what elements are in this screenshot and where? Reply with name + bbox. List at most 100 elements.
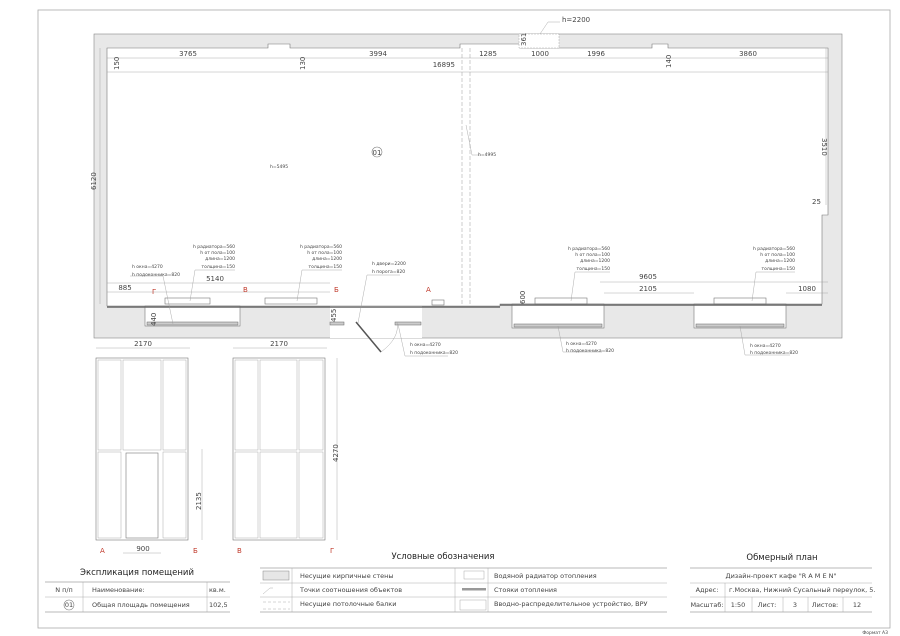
svg-text:Б: Б (193, 547, 198, 555)
svg-text:h от пола=100: h от пола=100 (575, 252, 610, 258)
room-number-circle (371, 146, 383, 158)
svg-text:толщина=150: толщина=150 (309, 264, 343, 270)
svg-text:Адрес:: Адрес: (696, 586, 719, 594)
svg-text:2170: 2170 (134, 340, 152, 348)
dim-text: 1080 (798, 285, 816, 293)
svg-text:Несущие кирпичные стены: Несущие кирпичные стены (300, 572, 394, 580)
svg-text:102,5: 102,5 (209, 601, 228, 609)
svg-text:Несущие потолочные балки: Несущие потолочные балки (300, 600, 396, 608)
radiator-icon (264, 297, 318, 305)
building-walls (93, 33, 843, 339)
dim-text: 3994 (369, 50, 387, 58)
svg-text:h окна=4270: h окна=4270 (410, 342, 441, 348)
svg-text:h окна=4270: h окна=4270 (566, 341, 597, 347)
svg-text:h подоконника=820: h подоконника=820 (410, 350, 458, 356)
svg-text:h подоконника=820: h подоконника=820 (132, 272, 180, 278)
svg-text:h порога=820: h порога=820 (372, 269, 405, 275)
svg-text:2135: 2135 (195, 492, 203, 510)
radiator-annotation: h радиатора=560 h от пола=100 длина=1200… (296, 244, 343, 302)
dim-text: 25 (812, 198, 821, 206)
address: г.Москва, Нижний Сусальный переулок, 5. (729, 586, 875, 594)
ceiling-height: h=5495 (270, 164, 288, 170)
radiator-annotation: h радиатора=560 h от пола=100 длина=1200… (751, 246, 795, 302)
dim-text: 16895 (433, 61, 455, 69)
dim-text: 150 (113, 57, 121, 70)
svg-text:h от пола=100: h от пола=100 (760, 252, 795, 258)
sheet-frame (37, 9, 891, 629)
svg-text:h радиатора=560: h радиатора=560 (300, 244, 342, 250)
svg-text:2170: 2170 (270, 340, 288, 348)
svg-text:900: 900 (136, 545, 149, 553)
svg-text:12: 12 (853, 601, 861, 609)
svg-text:3: 3 (793, 601, 797, 609)
svg-text:h подоконника=820: h подоконника=820 (750, 350, 798, 356)
dim-text: 885 (118, 284, 131, 292)
sheet-format: Формат А3 (862, 630, 888, 636)
svg-text:В: В (237, 547, 242, 555)
dim-text: 1996 (587, 50, 605, 58)
dimension-lines (99, 48, 828, 304)
window-elevation-right: 2170 4270 В Г (232, 340, 340, 555)
explication-title: Экспликация помещений (80, 568, 194, 578)
radiator-icon (713, 297, 767, 305)
dim-text: 3860 (739, 50, 757, 58)
svg-text:h радиатора=560: h радиатора=560 (568, 246, 610, 252)
project-name: Дизайн-проект кафе "R A M E N" (725, 572, 836, 580)
svg-text:Масштаб:: Масштаб: (690, 601, 723, 609)
dim-text: 1000 (531, 50, 549, 58)
door-leaf (125, 452, 159, 539)
title-block: Обмерный план Дизайн-проект кафе "R A M … (690, 553, 875, 613)
svg-text:Общая площадь помещения: Общая площадь помещения (92, 601, 190, 609)
radiators (164, 297, 767, 306)
svg-text:кв.м.: кв.м. (209, 586, 226, 594)
brick-wall-swatch-icon (262, 570, 290, 581)
legend-table: Условные обозначения Несущие кирпичные с… (260, 552, 667, 613)
svg-text:Стояки отопления: Стояки отопления (494, 586, 557, 594)
beam-height: h=4995 (478, 152, 496, 158)
svg-text:Наименование:: Наименование: (92, 586, 145, 594)
svg-text:длина=1200: длина=1200 (765, 258, 795, 264)
svg-text:Лист:: Лист: (758, 601, 777, 609)
svg-text:Листов:: Листов: (812, 601, 838, 609)
window-annotation: h окна=4270 h подоконника=820 (739, 325, 798, 356)
svg-text:Вводно-распределительное устро: Вводно-распределительное устройство, ВРУ (494, 600, 648, 608)
window-elevation-left: 2170 2135 900 А Б (95, 340, 203, 555)
section-mark: Б (334, 286, 339, 294)
room-number: 01 (373, 149, 382, 157)
dim-text: 3765 (179, 50, 197, 58)
dim-text: 361 (520, 33, 528, 46)
door-annotation: h двери=2200 h порога=820 (357, 261, 406, 324)
dim-text: 3510 (820, 138, 828, 156)
svg-text:длина=1200: длина=1200 (312, 256, 342, 262)
heating-riser-symbol-icon (462, 588, 486, 591)
svg-text:длина=1200: длина=1200 (205, 256, 235, 262)
svg-text:4270: 4270 (332, 444, 340, 462)
radiator-annotation: h радиатора=560 h от пола=100 длина=1200… (568, 246, 611, 302)
legend-title: Условные обозначения (391, 552, 494, 562)
svg-text:h окна=4270: h окна=4270 (132, 264, 163, 270)
dim-text: 440 (150, 313, 158, 326)
svg-text:1:50: 1:50 (731, 601, 746, 609)
reference-point-mark-icon (262, 587, 273, 595)
svg-text:h от пола=100: h от пола=100 (200, 250, 235, 256)
svg-text:01: 01 (65, 601, 73, 609)
svg-text:h от пола=100: h от пола=100 (307, 250, 342, 256)
svg-text:толщина=150: толщина=150 (202, 264, 236, 270)
radiator-icon (534, 297, 588, 305)
svg-text:h двери=2200: h двери=2200 (372, 261, 406, 267)
svg-text:Г: Г (330, 547, 334, 555)
svg-text:толщина=150: толщина=150 (577, 266, 611, 272)
dim-text: 455 (330, 309, 338, 322)
svg-text:А: А (100, 547, 105, 555)
svg-text:h радиатора=560: h радиатора=560 (753, 246, 795, 252)
dim-text: 5140 (206, 275, 224, 283)
dim-text: 600 (519, 291, 527, 304)
svg-text:h радиатора=560: h радиатора=560 (193, 244, 235, 250)
drawing-title: Обмерный план (746, 553, 817, 563)
section-mark: Г (152, 288, 156, 296)
svg-text:длина=1200: длина=1200 (580, 258, 610, 264)
window-annotation: h окна=4270 h подоконника=820 (557, 325, 614, 354)
distribution-box-symbol-icon (459, 599, 487, 611)
dim-text: 140 (665, 55, 673, 68)
